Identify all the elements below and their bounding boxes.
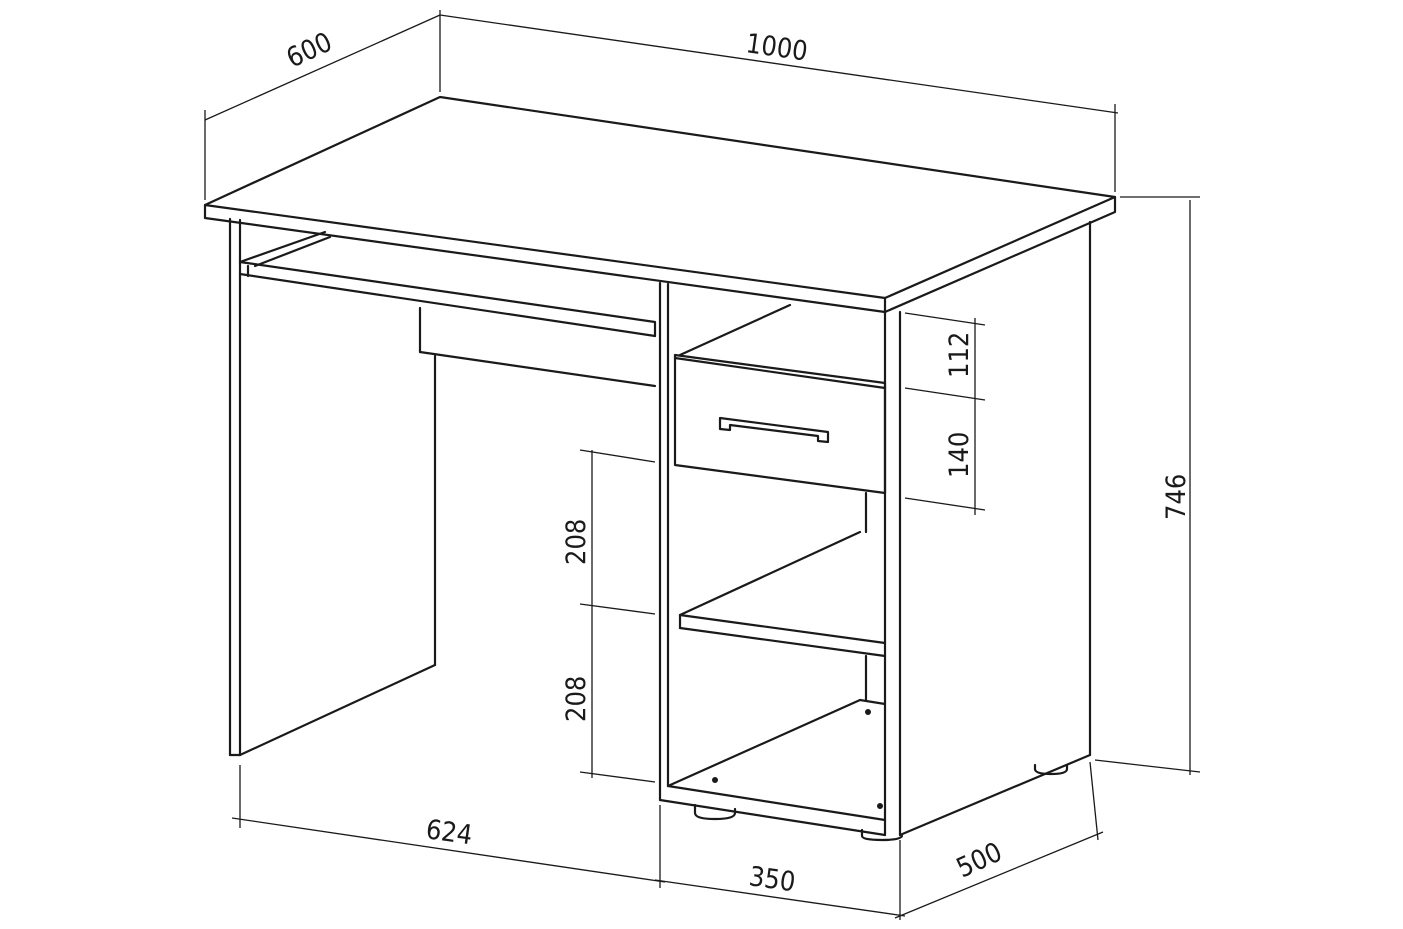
foot xyxy=(860,828,904,842)
dim-500: 500 xyxy=(952,837,1007,885)
dim-140: 140 xyxy=(944,432,975,478)
dim-208-upper: 208 xyxy=(561,519,592,565)
screw-hole xyxy=(865,709,871,715)
dim-600: 600 xyxy=(282,27,337,75)
foot xyxy=(693,803,737,821)
keyboard-tray xyxy=(238,230,657,388)
screw-hole xyxy=(877,803,883,809)
drawer-handle xyxy=(718,416,830,444)
dim-112: 112 xyxy=(944,332,975,378)
dim-350: 350 xyxy=(747,861,797,898)
pedestal xyxy=(658,220,1092,842)
dim-208-lower: 208 xyxy=(561,676,592,722)
dim-746: 746 xyxy=(1161,474,1192,520)
tabletop xyxy=(203,95,1117,314)
left-leg-panel xyxy=(228,217,437,757)
dimension-labels: 600 1000 746 112 140 208 208 624 350 500 xyxy=(282,27,1192,899)
dim-624: 624 xyxy=(424,814,474,851)
dim-1000: 1000 xyxy=(744,28,810,67)
dimension-lines xyxy=(204,10,1201,920)
foot xyxy=(1033,763,1069,776)
shelf xyxy=(678,530,887,658)
drawer xyxy=(673,353,887,495)
screw-hole xyxy=(712,777,718,783)
